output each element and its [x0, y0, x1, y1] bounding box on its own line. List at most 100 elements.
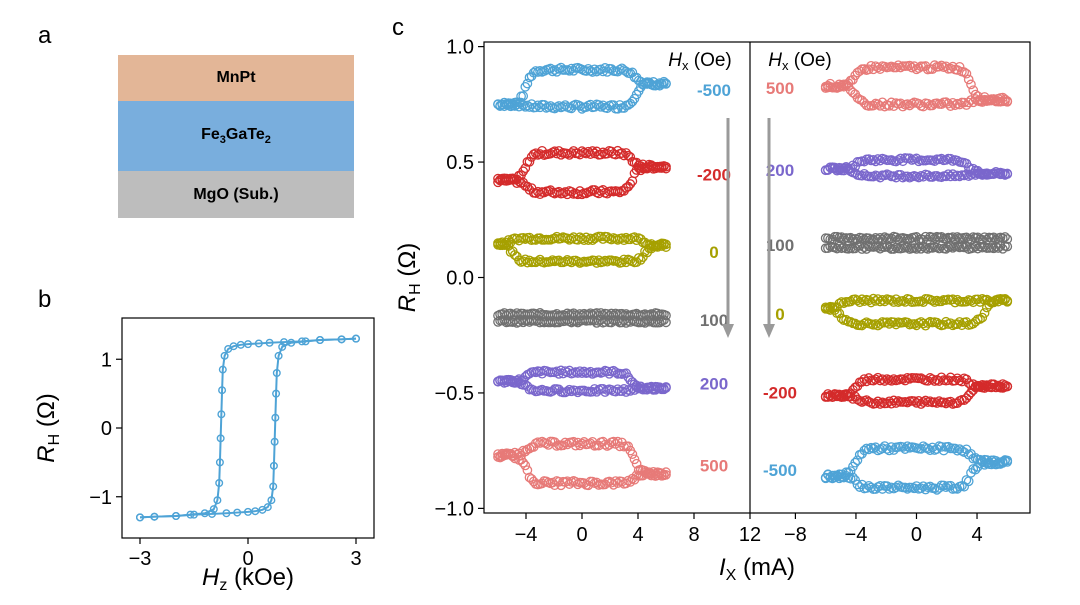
loop-point	[966, 295, 976, 306]
loop-point	[659, 315, 669, 325]
loop-point	[547, 477, 558, 488]
panel-b-point	[209, 505, 218, 514]
loop-point	[972, 294, 983, 305]
loop-point	[1002, 169, 1013, 179]
panel-b-point	[265, 338, 274, 347]
loop-point	[900, 482, 910, 493]
panel-c-xtick-label: −4	[845, 524, 868, 546]
loop-point	[596, 308, 606, 318]
loop-label: -200	[697, 165, 731, 184]
loop-point	[952, 445, 963, 456]
loop-point	[954, 171, 965, 182]
loop-point	[518, 457, 529, 468]
loop-point	[888, 317, 899, 328]
loop-point	[863, 444, 874, 455]
loop-point	[554, 186, 564, 197]
layer-mnpt: MnPt	[118, 55, 354, 101]
loop-point	[900, 444, 910, 454]
loop-label: -500	[763, 461, 797, 480]
loop-point	[991, 241, 1001, 252]
loop-point	[661, 163, 671, 174]
loop-point	[834, 298, 845, 309]
panel-b-point	[218, 386, 227, 395]
loop-point	[875, 296, 886, 307]
panel-b-ytick-label: −1	[89, 487, 112, 509]
loop-point	[943, 169, 954, 180]
loop-point	[656, 163, 667, 173]
panel-label-b: b	[38, 286, 52, 313]
loop-point	[834, 241, 845, 252]
layer-mgo-substrate: MgO (Sub.)	[118, 171, 354, 218]
panel-b-point	[207, 509, 216, 518]
loop-point	[868, 100, 879, 111]
loop-point	[868, 64, 879, 75]
loop-point	[661, 467, 671, 477]
loop-point	[945, 171, 956, 182]
panel-b-point	[287, 338, 296, 347]
loop-blue	[820, 441, 1013, 495]
loop-point	[902, 483, 913, 494]
loop-point	[564, 384, 575, 395]
loop-purple	[820, 153, 1013, 183]
loop-point	[863, 295, 874, 306]
panel-b-ylabel: RH (Ω)	[33, 393, 63, 463]
loop-point	[870, 319, 881, 329]
loop-point	[911, 398, 922, 408]
loop-point	[943, 98, 954, 109]
loop-point	[947, 169, 958, 179]
loop-point	[904, 153, 915, 164]
loop-point	[873, 242, 883, 252]
loop-point	[911, 153, 922, 164]
loop-point	[913, 63, 924, 73]
loop-point	[950, 100, 960, 111]
loop-blue	[493, 62, 671, 114]
panel-c-xtick-label: −4	[515, 524, 538, 546]
loop-point	[886, 375, 897, 386]
loop-label: 200	[766, 161, 794, 180]
loop-point	[535, 189, 545, 200]
loop-point	[918, 171, 929, 182]
loop-point	[873, 62, 883, 73]
panel-b-point	[251, 507, 260, 516]
loop-point	[979, 308, 990, 318]
loop-point	[1002, 381, 1013, 392]
panel-b-point	[270, 437, 279, 446]
loop-point	[884, 484, 895, 494]
sweep-arrow-left-head	[722, 324, 734, 338]
loop-point	[952, 294, 963, 305]
loop-point	[834, 389, 845, 400]
loop-point	[922, 375, 933, 386]
layer-fe3gate2-label: Fe3GaTe2	[201, 125, 271, 147]
loop-point	[884, 396, 895, 407]
loop-point	[587, 67, 598, 77]
loop-point	[968, 243, 979, 253]
loop-point	[877, 443, 888, 454]
loop-point	[927, 374, 938, 385]
loop-point	[850, 243, 861, 254]
loop-point	[852, 295, 863, 306]
layer-mgo-label: MgO (Sub.)	[193, 185, 279, 203]
loop-point	[904, 294, 915, 305]
loop-point	[920, 231, 931, 242]
loop-point	[868, 443, 879, 454]
loop-point	[629, 232, 640, 243]
loop-point	[925, 445, 935, 456]
loop-point	[891, 319, 901, 330]
loop-label: 0	[775, 305, 784, 324]
loop-point	[959, 97, 970, 108]
loop-point	[656, 241, 667, 251]
loop-point	[918, 397, 929, 407]
panel-b-point	[233, 508, 242, 517]
loop-point	[888, 374, 899, 384]
loop-point	[875, 155, 886, 166]
loop-point	[941, 482, 951, 493]
panel-c-xtick-label: −8	[784, 524, 807, 546]
loop-point	[902, 317, 913, 328]
loop-point	[635, 255, 646, 265]
loop-point	[941, 155, 951, 165]
loop-point	[875, 319, 886, 329]
loop-point	[929, 60, 940, 71]
loop-point	[873, 154, 883, 164]
loop-point	[954, 99, 965, 110]
loop-point	[524, 443, 535, 454]
